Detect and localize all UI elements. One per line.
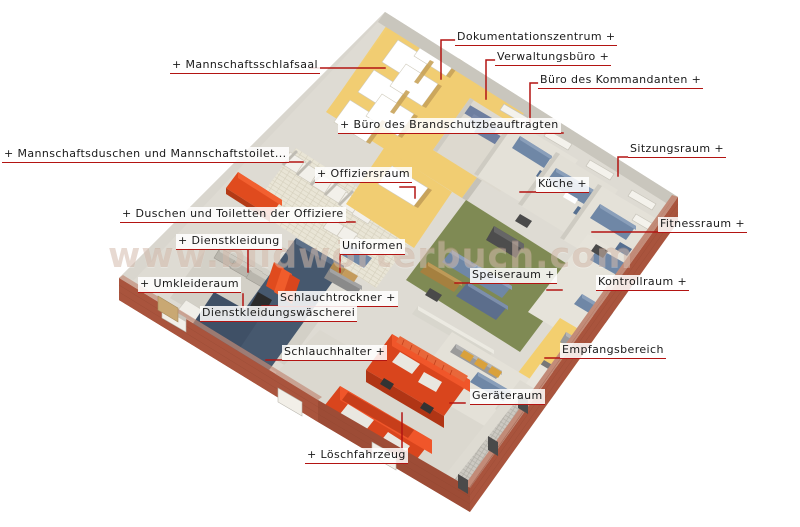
label-mannschaftsduschen[interactable]: + Mannschaftsduschen und Mannschaftstoil… bbox=[2, 147, 289, 163]
label-loeschfahrzeug[interactable]: + Löschfahrzeug bbox=[305, 448, 408, 464]
north-east-wall bbox=[378, 12, 678, 206]
label-buero-des-kommandanten[interactable]: Büro des Kommandanten + bbox=[538, 73, 704, 89]
label-dienstkleidungswaescherei[interactable]: Dienstkleidungswäscherei bbox=[200, 306, 358, 322]
south-east-brick-wall-top bbox=[464, 195, 678, 488]
west-wall-door bbox=[157, 295, 179, 323]
label-speiseraum[interactable]: Speiseraum + bbox=[470, 268, 557, 284]
label-duschen-toiletten-offiziere[interactable]: + Duschen und Toiletten der Offiziere bbox=[120, 207, 346, 223]
commander-office-furniture bbox=[590, 204, 636, 256]
label-mannschaftsschlafsaal[interactable]: + Mannschaftsschlafsaal bbox=[170, 58, 320, 74]
label-geraeteraum[interactable]: Geräteraum bbox=[470, 389, 545, 405]
label-offiziersraum[interactable]: + Offiziersraum bbox=[315, 167, 412, 183]
label-dokumentationszentrum[interactable]: Dokumentationszentrum + bbox=[455, 30, 618, 46]
label-kueche[interactable]: Küche + bbox=[536, 177, 589, 193]
label-fitnessraum[interactable]: Fitnessraum + bbox=[658, 217, 747, 233]
label-sitzungsraum[interactable]: Sitzungsraum + bbox=[628, 142, 727, 158]
leader-lines bbox=[201, 39, 659, 463]
label-verwaltungsbuero[interactable]: Verwaltungsbüro + bbox=[495, 50, 612, 66]
label-dienstkleidung[interactable]: + Dienstkleidung bbox=[176, 234, 282, 250]
fire-truck-upper bbox=[366, 334, 470, 428]
label-uniformen[interactable]: Uniformen bbox=[340, 239, 406, 255]
label-buero-des-brandschutzbeauftragten[interactable]: + Büro des Brandschutzbeauftragten bbox=[338, 118, 561, 134]
bay-equipment-shelf bbox=[450, 344, 502, 379]
label-schlauchtrockner[interactable]: Schlauchtrockner + bbox=[278, 291, 398, 307]
label-kontrollraum[interactable]: Kontrollraum + bbox=[596, 275, 690, 291]
label-empfangsbereich[interactable]: Empfangsbereich bbox=[560, 343, 666, 359]
uniform-rack bbox=[324, 262, 362, 296]
label-schlauchhalter[interactable]: Schlauchhalter + bbox=[282, 345, 388, 361]
label-umkleideraum[interactable]: + Umkleideraum bbox=[138, 277, 242, 293]
